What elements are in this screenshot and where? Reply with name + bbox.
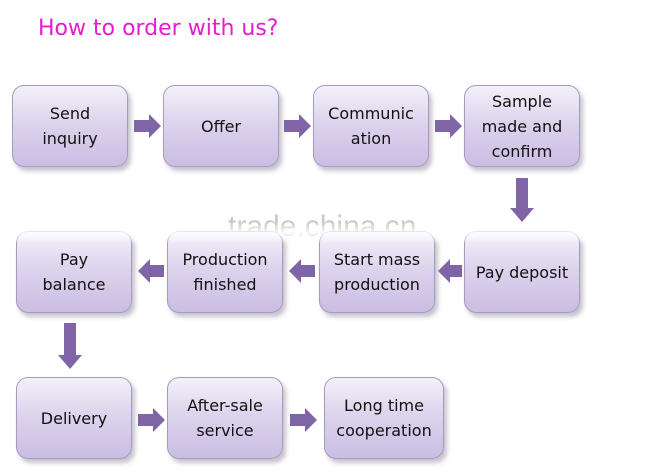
step-delivery: Delivery [16, 377, 132, 459]
step-line: Sample [491, 91, 552, 111]
arrow-down-icon [58, 323, 82, 369]
step-line: production [334, 275, 420, 294]
step-line: Delivery [40, 408, 108, 428]
arrow-right-icon [138, 408, 165, 432]
step-line: Production [182, 250, 268, 269]
arrow-right-icon [134, 114, 161, 138]
step-offer: Offer [163, 85, 279, 167]
arrow-right-icon [290, 408, 317, 432]
arrow-left-icon [138, 259, 164, 283]
step-pay-balance: Pay balance [16, 231, 132, 313]
arrow-right-icon [435, 114, 462, 138]
arrow-down-icon [510, 178, 534, 222]
step-line: service [196, 421, 254, 440]
step-line: Send [49, 104, 91, 123]
page-title: How to order with us? [38, 16, 279, 41]
arrow-right-icon [284, 114, 311, 138]
step-line: Long time [344, 396, 424, 415]
step-communication: Communic ation [313, 85, 429, 167]
step-sample-made-and-confirm: Sample made and confirm [464, 85, 580, 167]
step-send-inquiry: Send inquiry [12, 85, 128, 167]
step-line: Offer [200, 116, 242, 136]
step-long-time-cooperation: Long time cooperation [324, 377, 444, 459]
step-line: Communic [328, 104, 414, 123]
step-line: Pay [59, 250, 89, 269]
step-line: cooperation [336, 421, 432, 440]
step-after-sale-service: After-sale service [167, 377, 283, 459]
arrow-left-icon [289, 259, 315, 283]
step-line: made and [481, 116, 563, 136]
step-line: After-sale [187, 396, 263, 415]
step-line: confirm [491, 141, 553, 161]
step-line: finished [193, 275, 257, 294]
step-start-mass-production: Start mass production [319, 231, 435, 313]
step-production-finished: Production finished [167, 231, 283, 313]
step-line: Pay deposit [475, 262, 569, 282]
step-line: Start mass [333, 250, 421, 269]
step-line: ation [350, 129, 392, 148]
step-pay-deposit: Pay deposit [464, 231, 580, 313]
step-line: balance [42, 275, 106, 294]
step-line: inquiry [42, 129, 98, 148]
arrow-left-icon [438, 259, 462, 283]
